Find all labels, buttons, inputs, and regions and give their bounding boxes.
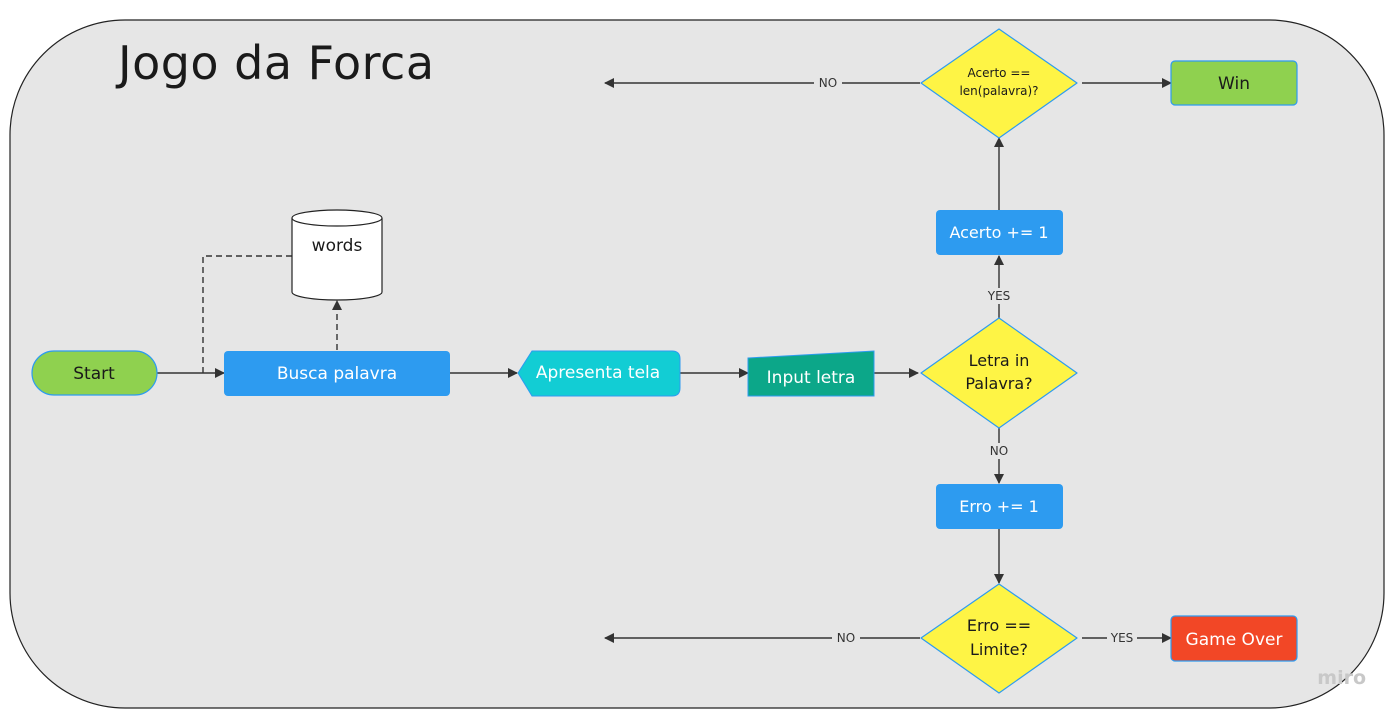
node-decision-erro-line2: Limite? bbox=[970, 640, 1028, 659]
node-decision-erro[interactable]: Erro == Limite? bbox=[920, 583, 1078, 694]
node-acerto-increment-label: Acerto += 1 bbox=[949, 223, 1048, 242]
node-win[interactable]: Win bbox=[1170, 60, 1298, 106]
node-words-label: words bbox=[312, 236, 363, 256]
node-words-database[interactable]: words bbox=[291, 209, 383, 301]
edge-labels: YES NO NO NO YES bbox=[814, 75, 1137, 646]
node-decision-acerto-line2: len(palavra)? bbox=[959, 84, 1038, 98]
node-game-over[interactable]: Game Over bbox=[1170, 615, 1298, 662]
node-erro-increment-label: Erro += 1 bbox=[959, 497, 1039, 516]
edge-label-erro-no: NO bbox=[837, 631, 855, 645]
node-decision-acerto[interactable]: Acerto == len(palavra)? bbox=[920, 28, 1078, 139]
node-input-letra-label: Input letra bbox=[767, 368, 856, 388]
edge-label-acerto-no: NO bbox=[819, 76, 837, 90]
edge-label-letra-no: NO bbox=[990, 444, 1008, 458]
diagram-frame bbox=[9, 19, 1385, 709]
node-busca-palavra[interactable]: Busca palavra bbox=[224, 351, 450, 396]
edge-label-erro-yes: YES bbox=[1110, 631, 1134, 645]
node-start-label: Start bbox=[73, 364, 115, 384]
node-decision-acerto-line1: Acerto == bbox=[968, 66, 1031, 80]
node-decision-letra[interactable]: Letra in Palavra? bbox=[920, 317, 1078, 429]
edge-label-letra-yes: YES bbox=[987, 289, 1011, 303]
node-win-label: Win bbox=[1218, 74, 1250, 94]
node-decision-letra-line1: Letra in bbox=[969, 351, 1030, 370]
node-acerto-increment[interactable]: Acerto += 1 bbox=[936, 210, 1063, 255]
node-busca-palavra-label: Busca palavra bbox=[277, 364, 397, 384]
node-decision-erro-line1: Erro == bbox=[967, 616, 1031, 635]
node-start[interactable]: Start bbox=[31, 350, 158, 396]
node-apresenta-tela-label: Apresenta tela bbox=[536, 363, 660, 383]
miro-watermark: miro bbox=[1317, 667, 1366, 689]
diagram-title: Jogo da Forca bbox=[118, 36, 435, 90]
node-erro-increment[interactable]: Erro += 1 bbox=[936, 484, 1063, 529]
node-decision-letra-line2: Palavra? bbox=[965, 374, 1032, 393]
node-game-over-label: Game Over bbox=[1186, 630, 1283, 650]
node-apresenta-tela[interactable]: Apresenta tela bbox=[517, 350, 681, 397]
node-input-letra[interactable]: Input letra bbox=[747, 350, 875, 397]
